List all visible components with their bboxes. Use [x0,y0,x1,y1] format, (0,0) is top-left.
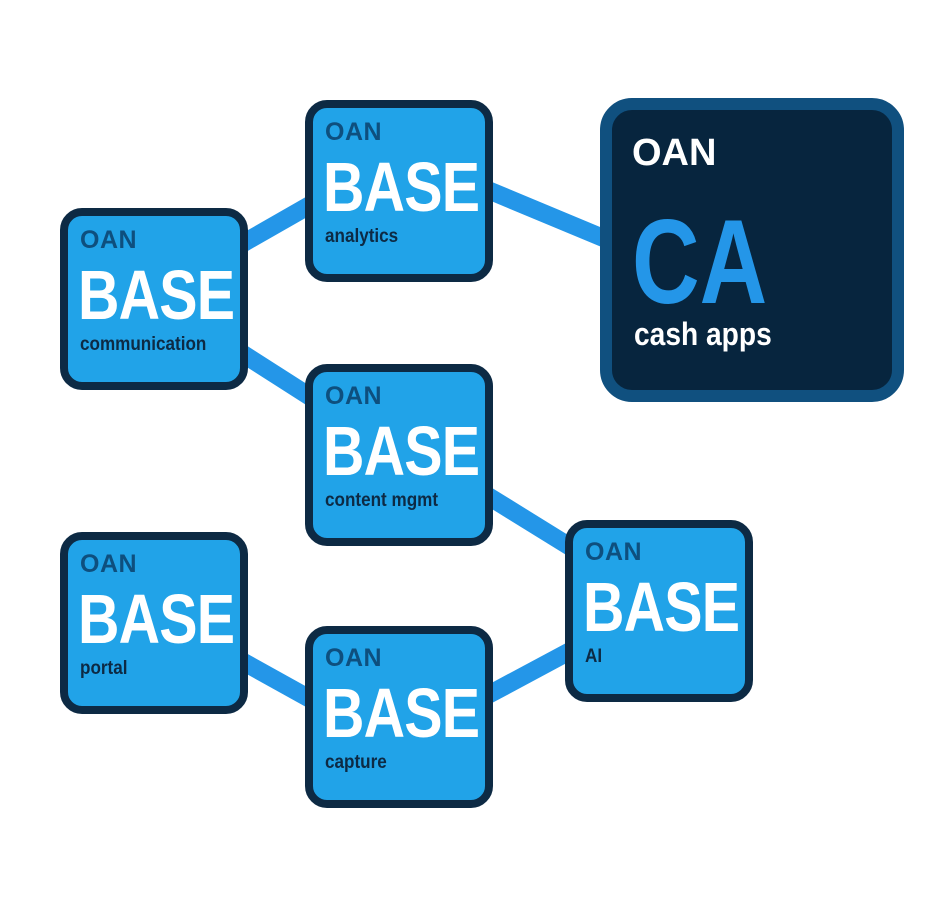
node-label: capture [325,752,387,773]
node-label: analytics [325,226,399,247]
node-prefix: OAN [325,644,383,672]
node-content-mgmt: OAN BASE content mgmt [305,364,493,546]
edge-content-mgmt-ai [483,488,577,556]
node-title: BASE [78,580,235,658]
edge-analytics-cash-apps [484,181,612,249]
node-communication: OAN BASE communication [60,208,248,390]
node-ai: OAN BASE AI [565,520,753,702]
edge-portal-capture [235,652,317,708]
node-title: BASE [323,412,480,490]
node-prefix: OAN [325,118,383,146]
node-portal: OAN BASE portal [60,532,248,714]
featured-label: cash apps [634,316,772,352]
node-label: portal [80,658,128,679]
featured-title: CA [632,195,768,329]
node-prefix: OAN [325,382,383,410]
node-prefix: OAN [80,226,138,254]
node-capture: OAN BASE capture [305,626,493,808]
node-label: AI [585,646,603,667]
edge-communication-analytics [235,197,315,253]
node-cash-apps: OAN CA cash apps [600,98,904,402]
node-title: BASE [583,568,740,646]
node-prefix: OAN [80,550,138,578]
featured-prefix: OAN [632,132,717,174]
node-title: BASE [323,148,480,226]
edge-communication-content-mgmt [235,344,317,406]
node-label: communication [80,334,207,355]
node-title: BASE [78,256,235,334]
edge-capture-ai [483,642,577,703]
node-analytics: OAN BASE analytics [305,100,493,282]
node-prefix: OAN [585,538,643,566]
node-label: content mgmt [325,490,439,511]
node-title: BASE [323,674,480,752]
